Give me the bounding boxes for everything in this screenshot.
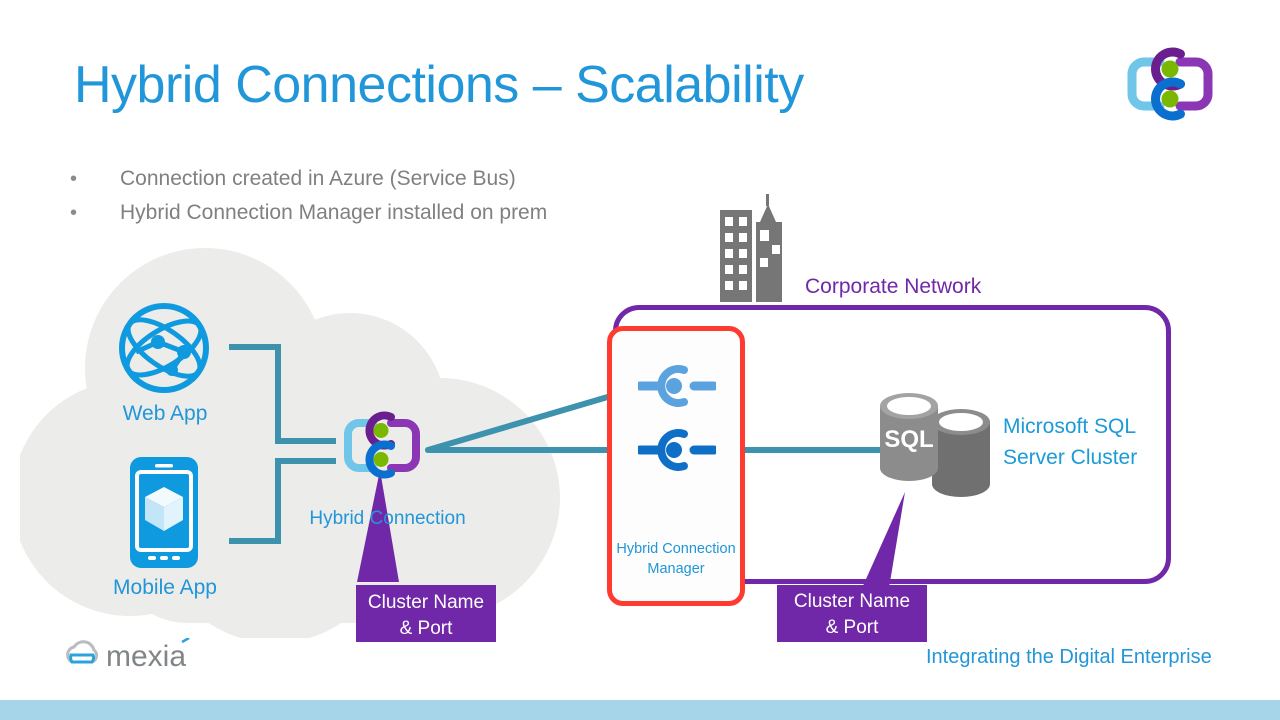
mexia-wordmark: mexia: [106, 640, 186, 673]
callout-cluster-name-port-right: Cluster Name & Port: [777, 585, 927, 642]
hybrid-connection-hub-icon: [336, 402, 428, 494]
relay-connector-icon-secondary: [635, 363, 719, 409]
hybrid-connection-logo-icon: [1118, 32, 1222, 136]
bullet-text: Connection created in Azure (Service Bus…: [120, 167, 516, 190]
bottom-accent-bar: [0, 700, 1280, 720]
list-item: • Connection created in Azure (Service B…: [70, 165, 770, 193]
mexia-logo: mexia: [64, 636, 244, 674]
callout-line1: Cluster Name: [367, 592, 485, 613]
corporate-buildings-icon: [718, 192, 788, 302]
top-strip: [0, 0, 1280, 4]
sql-label-line1: Microsoft SQL: [1003, 415, 1137, 438]
hybrid-connection-manager-label: Hybrid Connection Manager: [609, 539, 743, 579]
bullet-list: • Connection created in Azure (Service B…: [70, 165, 770, 233]
mobile-app-icon: [128, 455, 200, 570]
web-app-label: Web App: [122, 402, 208, 425]
corporate-network-label: Corporate Network: [805, 275, 982, 298]
callout-line2: & Port: [399, 618, 453, 639]
relay-connector-icon-primary: [635, 427, 719, 473]
hcm-label-line2: Manager: [647, 561, 705, 577]
sql-server-cluster-icon: SQL: [876, 392, 998, 500]
bullet-text: Hybrid Connection Manager installed on p…: [120, 201, 548, 224]
footer-tagline: Integrating the Digital Enterprise: [926, 646, 1212, 668]
bullet-marker-icon: •: [70, 202, 78, 224]
mobile-app-label: Mobile App: [113, 576, 217, 599]
sql-server-cluster-label: Microsoft SQL Server Cluster: [1003, 411, 1137, 473]
sql-badge-text: SQL: [884, 426, 933, 453]
web-app-icon: [116, 300, 212, 396]
callout-line1: Cluster Name: [793, 591, 911, 612]
callout-line2: & Port: [825, 617, 879, 638]
page-title: Hybrid Connections – Scalability: [74, 56, 804, 114]
hybrid-connection-label: Hybrid Connection: [309, 508, 466, 529]
bullet-marker-icon: •: [70, 168, 78, 190]
list-item: • Hybrid Connection Manager installed on…: [70, 199, 770, 227]
hcm-label-line1: Hybrid Connection: [616, 541, 736, 557]
sql-label-line2: Server Cluster: [1003, 446, 1138, 469]
callout-cluster-name-port-left: Cluster Name & Port: [356, 585, 496, 642]
